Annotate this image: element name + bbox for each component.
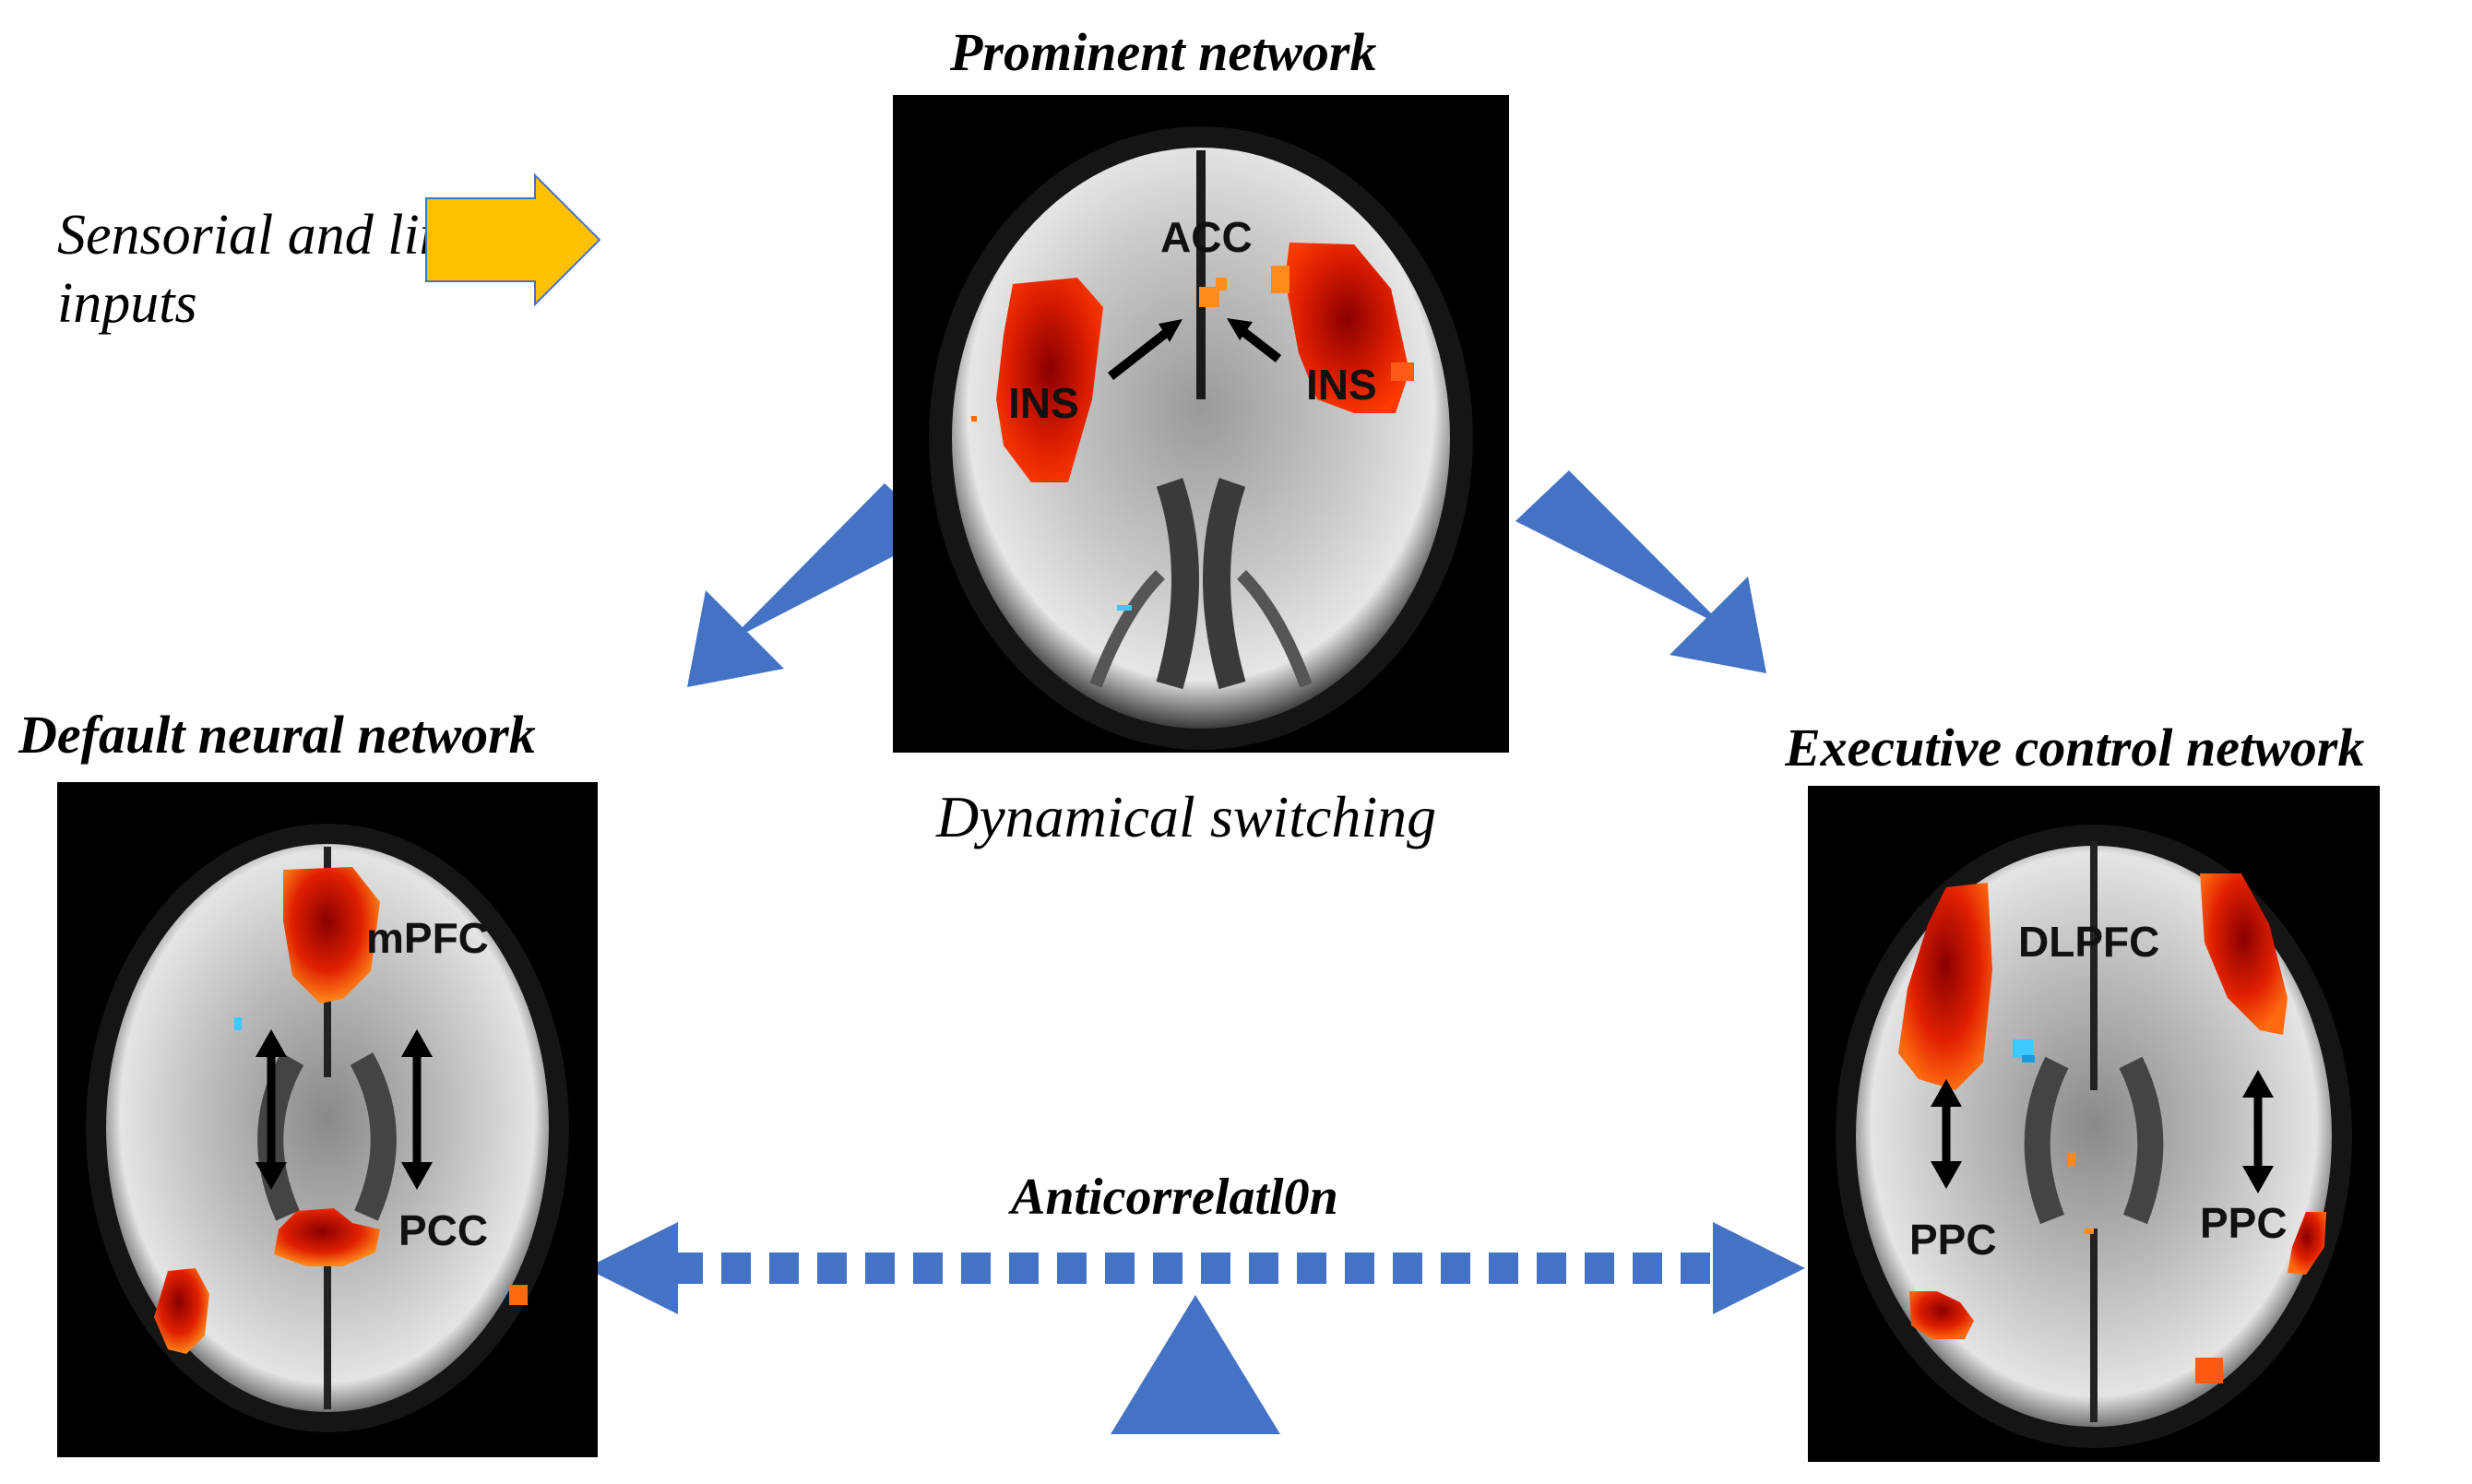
default-brain-svg: mPFC PCC	[86, 824, 569, 1432]
inputs-caption-line2: inputs	[57, 272, 197, 336]
pcc-label: PCC	[398, 1206, 488, 1254]
left-ins-to-acc-arrow	[1107, 326, 1173, 380]
left-dlpfc-activation	[1898, 883, 1992, 1090]
dlpfc-label: DLPFC	[2018, 918, 2159, 966]
brain-matter	[106, 844, 549, 1412]
input-arrow	[425, 172, 601, 307]
blue-voxel	[234, 1017, 242, 1030]
default-network-title: Default neural network	[18, 705, 536, 765]
anticorrelation-arrow	[586, 1222, 1805, 1314]
arrow-to-executive-network	[1515, 470, 1766, 673]
left-ppc-activation	[1909, 1291, 1974, 1339]
ventricles	[2024, 1056, 2164, 1225]
ventricles	[1156, 478, 1246, 690]
executive-network-title: Executive control network	[1785, 721, 2365, 775]
right-insula-activation	[1285, 243, 1409, 413]
balance-fulcrum-triangle	[1111, 1295, 1280, 1434]
ppc-right-label: PPC	[2200, 1199, 2288, 1247]
anticorrelation-arrowhead-right	[1713, 1222, 1805, 1314]
right-dlpfc-activation	[2200, 873, 2288, 1035]
right-ppc-activation	[2288, 1212, 2326, 1275]
ins-right-label: INS	[1306, 361, 1377, 409]
arrow-to-default-network-shape	[687, 483, 938, 687]
acc-activation	[1199, 287, 1219, 307]
salience-network-brain-image: ACC INS INS	[893, 95, 1509, 753]
dynamic-switching-caption: Dynamical switching	[936, 784, 1437, 849]
executive-network-brain-image: DLPFC PPC PPC	[1808, 786, 2380, 1462]
acc-label: ACC	[1160, 213, 1253, 261]
blue-voxel	[2013, 1039, 2033, 1058]
blue-voxel	[1117, 605, 1132, 611]
left-insula-activation	[996, 278, 1103, 482]
ins-left-label: INS	[1008, 379, 1079, 427]
anticorrelation-label: Anticorrelatl0n	[1011, 1169, 1338, 1226]
salience-network-title: Prominent network	[950, 22, 1377, 82]
pcc-activation	[274, 1208, 380, 1266]
mpfc-label: mPFC	[366, 914, 489, 962]
left-parietal-activation	[154, 1268, 209, 1354]
executive-brain-svg: DLPFC PPC PPC	[1836, 825, 2352, 1448]
default-network-brain-image: mPFC PCC	[57, 782, 598, 1457]
ppc-left-label: PPC	[1909, 1216, 1997, 1264]
mpfc-activation	[283, 867, 380, 1003]
salience-brain-svg: ACC INS INS	[929, 126, 1473, 750]
anticorrelation-arrowhead-left	[586, 1222, 678, 1314]
